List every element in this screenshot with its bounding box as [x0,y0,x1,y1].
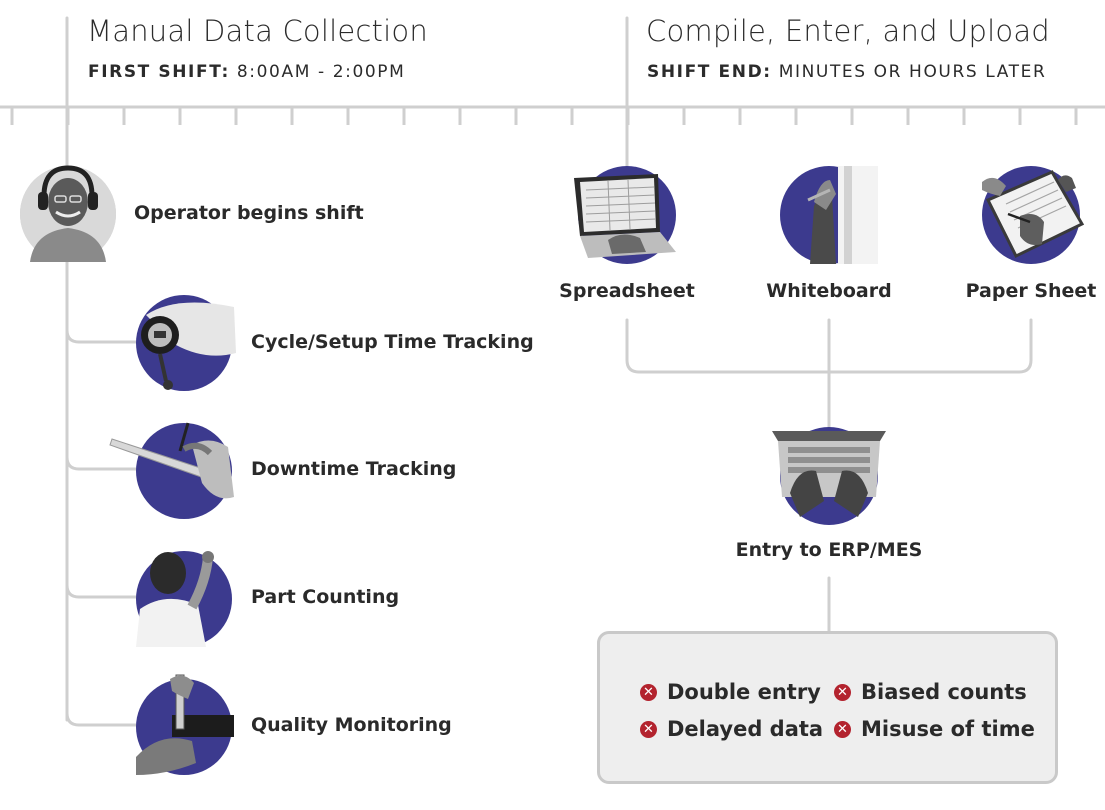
issue-item: ✕ Misuse of time [834,717,1035,741]
downtime-tracking-label: Downtime Tracking [251,458,457,480]
issue-label: Biased counts [861,680,1027,704]
left-header-sub-bold: FIRST SHIFT: [88,62,230,82]
laptop-spreadsheet-photo-icon [574,166,676,264]
issue-item: ✕ Double entry [640,680,821,704]
right-header-sub-bold: SHIFT END: [647,62,772,82]
right-header-subtitle: SHIFT END: MINUTES OR HOURS LATER [647,62,1046,82]
issue-item: ✕ Delayed data [640,717,823,741]
spreadsheet-label: Spreadsheet [559,280,695,302]
left-header-subtitle: FIRST SHIFT: 8:00AM - 2:00PM [88,62,405,82]
left-header-sub-text: 8:00AM - 2:00PM [236,62,406,82]
issue-item: ✕ Biased counts [834,680,1027,704]
x-circle-icon: ✕ [834,683,851,701]
right-header-sub-text: MINUTES OR HOURS LATER [778,62,1047,82]
operator-begins-shift-label: Operator begins shift [134,202,364,224]
laptop-typing-photo-icon [772,427,886,525]
whiteboard-photo-icon [780,166,878,264]
stopwatch-photo-icon [136,295,236,391]
paper-sheet-label: Paper Sheet [965,280,1097,302]
caliper-photo-icon [136,674,234,775]
issues-box: ✕ Double entry ✕ Biased counts ✕ Delayed… [597,631,1058,784]
x-circle-icon: ✕ [834,720,851,738]
issue-label: Misuse of time [861,717,1035,741]
right-header-title: Compile, Enter, and Upload [646,14,1050,48]
entry-to-erp-mes-label: Entry to ERP/MES [735,539,923,561]
writing-worker-photo-icon [136,551,232,647]
x-circle-icon: ✕ [640,720,657,738]
issue-label: Delayed data [667,717,824,741]
issue-label: Double entry [667,680,821,704]
whiteboard-label: Whiteboard [766,280,892,302]
cycle-setup-time-tracking-label: Cycle/Setup Time Tracking [251,331,534,353]
clipboard-pen-photo-icon [109,422,234,519]
paper-sheet-photo-icon [982,166,1085,264]
operator-photo-icon [20,165,116,262]
part-counting-label: Part Counting [251,586,400,608]
x-circle-icon: ✕ [640,683,657,701]
left-header-title: Manual Data Collection [87,14,428,48]
quality-monitoring-label: Quality Monitoring [251,714,452,736]
